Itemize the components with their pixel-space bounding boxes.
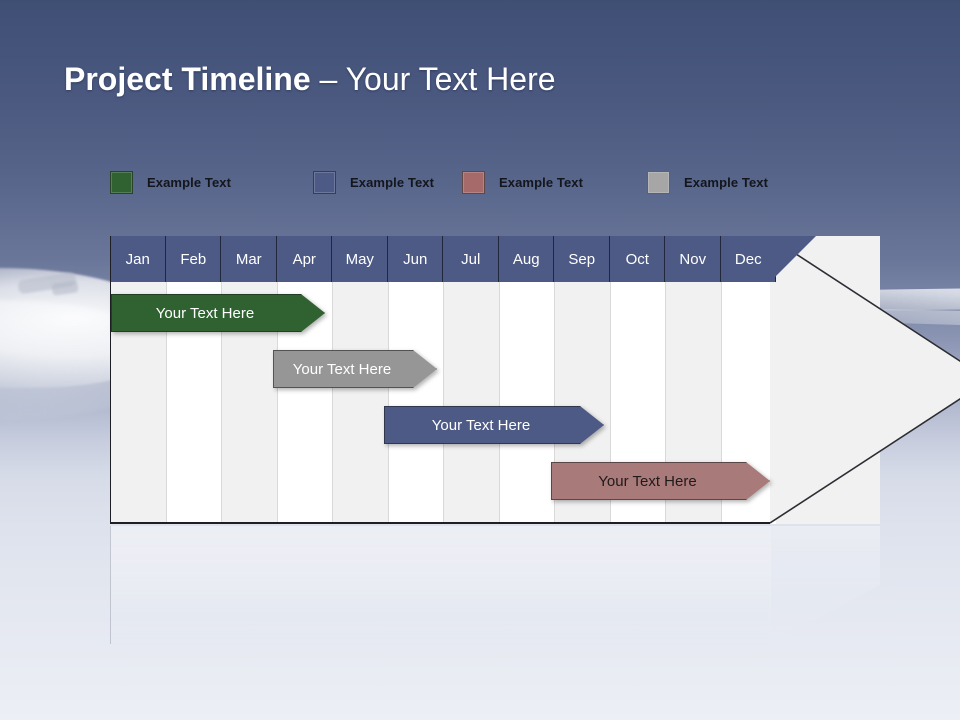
timeline-reflection — [110, 526, 880, 644]
month-header-label: Mar — [235, 250, 262, 268]
task-bar-label: Your Text Here — [431, 416, 531, 434]
legend-item-2[interactable]: Example Text — [462, 170, 583, 194]
legend-item-label: Example Text — [684, 174, 769, 190]
timeline-column-jan — [110, 236, 166, 524]
month-header-divider — [386, 236, 388, 282]
timeline-column-mar — [221, 236, 277, 524]
month-header-label: Jul — [461, 250, 481, 268]
timeline-reflection-body — [110, 526, 771, 644]
column-divider — [221, 282, 222, 524]
month-header-label: Oct — [625, 250, 649, 268]
month-header-label: Jun — [403, 250, 428, 268]
legend-item-label: Example Text — [350, 174, 435, 190]
page-title: Project Timeline – Your Text Here — [64, 58, 556, 100]
timeline-reflection-head — [770, 526, 880, 644]
timeline-column-jul — [443, 236, 499, 524]
month-header-jan[interactable]: Jan — [110, 236, 166, 282]
month-header-divider — [719, 236, 721, 282]
timeline-column-feb — [165, 236, 221, 524]
month-header-label: Sep — [568, 250, 596, 268]
month-header-row: Jan Feb Mar Apr May Jun Jul Aug Sep Oct Nov Dec — [110, 236, 776, 282]
column-divider — [665, 282, 666, 524]
month-header-sep[interactable]: Sep — [554, 236, 610, 282]
legend-swatch-icon — [110, 170, 133, 194]
task-bar-shape — [384, 406, 604, 444]
task-bar-label: Your Text Here — [155, 304, 255, 322]
column-divider — [387, 282, 389, 524]
timeline-left-edge — [110, 236, 111, 524]
task-bar-shape — [111, 294, 325, 332]
task-bar-2[interactable]: Your Text Here — [384, 406, 604, 444]
month-header-divider — [164, 236, 166, 282]
month-header-nov[interactable]: Nov — [665, 236, 721, 282]
legend-swatch-icon — [313, 170, 336, 194]
month-header-divider — [497, 236, 499, 282]
month-header-jun[interactable]: Jun — [387, 236, 443, 282]
month-header-label: May — [345, 250, 374, 268]
month-header-apr[interactable]: Apr — [276, 236, 332, 282]
column-divider — [443, 282, 444, 524]
column-divider — [332, 282, 333, 524]
month-header-label: Dec — [734, 250, 762, 268]
task-bar-0[interactable]: Your Text Here — [111, 294, 325, 332]
month-header-dec[interactable]: Dec — [720, 236, 776, 282]
page-title-strong: Project Timeline — [64, 61, 311, 97]
legend-item-1[interactable]: Example Text — [313, 170, 434, 194]
task-bar-label: Your Text Here — [292, 360, 392, 378]
month-header-label: Nov — [679, 250, 707, 268]
month-header-oct[interactable]: Oct — [609, 236, 665, 282]
task-bar-label: Your Text Here — [598, 472, 697, 490]
month-header-aug[interactable]: Aug — [498, 236, 554, 282]
column-divider — [165, 282, 167, 524]
month-header-label: Feb — [180, 250, 207, 268]
month-header-feb[interactable]: Feb — [165, 236, 221, 282]
month-header-label: Apr — [292, 250, 316, 268]
timeline-bottom-edge — [110, 522, 770, 524]
month-header-divider — [331, 236, 332, 282]
column-divider — [554, 282, 555, 524]
legend-item-0[interactable]: Example Text — [110, 170, 231, 194]
column-divider — [720, 282, 722, 524]
legend-item-3[interactable]: Example Text — [647, 170, 768, 194]
month-header-divider — [442, 236, 443, 282]
page-title-light: – Your Text Here — [310, 61, 556, 97]
month-header-label: Jan — [125, 250, 150, 268]
legend-item-label: Example Text — [499, 174, 584, 190]
task-bar-shape — [273, 350, 437, 388]
legend-swatch-icon — [462, 170, 485, 194]
task-bar-shape — [551, 462, 770, 500]
month-header-divider — [275, 236, 277, 282]
task-bar-3[interactable]: Your Text Here — [551, 462, 770, 500]
month-header-mar[interactable]: Mar — [221, 236, 277, 282]
month-header-divider — [220, 236, 221, 282]
month-header-jul[interactable]: Jul — [443, 236, 499, 282]
timeline-column-aug — [498, 236, 554, 524]
month-header-label: Aug — [512, 250, 540, 268]
month-header-divider — [608, 236, 610, 282]
legend-item-label: Example Text — [147, 174, 232, 190]
task-bar-1[interactable]: Your Text Here — [273, 350, 437, 388]
column-divider — [276, 282, 278, 524]
legend-swatch-icon — [647, 170, 670, 194]
column-divider — [498, 282, 500, 524]
column-divider — [609, 282, 611, 524]
month-header-may[interactable]: May — [332, 236, 388, 282]
timeline-chart: Jan Feb Mar Apr May Jun Jul Aug Sep Oct Nov Dec You… — [110, 236, 960, 524]
month-header-divider — [664, 236, 665, 282]
month-header-divider — [553, 236, 554, 282]
